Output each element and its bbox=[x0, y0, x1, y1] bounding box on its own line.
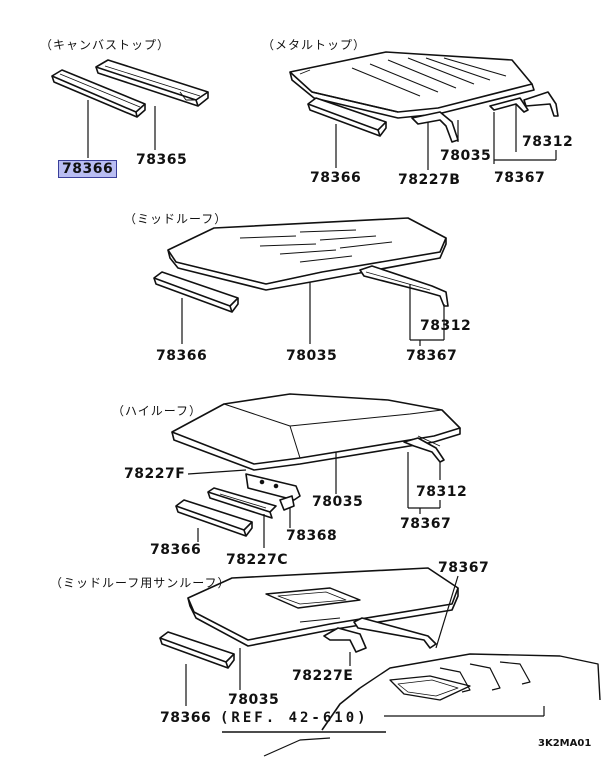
part-number-78035[interactable]: 78035 bbox=[286, 348, 338, 364]
section-caption-high-roof: （ハイルーフ） bbox=[112, 404, 203, 418]
high-roof-front-rail bbox=[175, 499, 253, 537]
mid-roof-panel bbox=[167, 217, 447, 291]
mid-roof-side-rail bbox=[359, 265, 449, 307]
part-number-78367[interactable]: 78367 bbox=[438, 560, 490, 576]
high-roof-side-rail bbox=[403, 435, 445, 463]
sunroof-bracket-78227E bbox=[323, 627, 367, 653]
part-number-78367[interactable]: 78367 bbox=[494, 170, 546, 186]
metal-top-front-rail bbox=[307, 97, 387, 137]
high-roof-panel bbox=[171, 393, 461, 471]
canvas-top-rail-78366 bbox=[51, 69, 146, 118]
section-caption-metal-top: （メタルトップ） bbox=[262, 38, 367, 52]
canvas-top-rail-78365 bbox=[95, 59, 209, 107]
part-number-78366[interactable]: 78366 bbox=[160, 710, 212, 726]
part-number-78368[interactable]: 78368 bbox=[286, 528, 338, 544]
part-number-78227F[interactable]: 78227F bbox=[124, 466, 186, 482]
sunroof-side-rail bbox=[353, 617, 437, 649]
part-number-78365[interactable]: 78365 bbox=[136, 152, 188, 168]
part-number-78367[interactable]: 78367 bbox=[400, 516, 452, 532]
section-caption-canvas-top: （キャンバストップ） bbox=[40, 38, 171, 52]
vehicle-outline bbox=[263, 653, 601, 757]
mid-roof-front-rail bbox=[153, 271, 239, 313]
reference-link[interactable]: (REF. 42-610) bbox=[220, 710, 369, 726]
metal-top-roof-panel bbox=[289, 51, 535, 119]
part-number-78035[interactable]: 78035 bbox=[228, 692, 280, 708]
section-caption-mid-roof-sunroof: （ミッドルーフ用サンルーフ） bbox=[50, 576, 231, 590]
part-number-78312[interactable]: 78312 bbox=[522, 134, 574, 150]
part-number-78367[interactable]: 78367 bbox=[406, 348, 458, 364]
part-number-78035[interactable]: 78035 bbox=[440, 148, 492, 164]
section-caption-mid-roof: （ミッドルーフ） bbox=[124, 212, 228, 226]
part-number-78366[interactable]: 78366 bbox=[150, 542, 202, 558]
sunroof-front-rail bbox=[159, 631, 235, 669]
high-roof-bracket-78368 bbox=[279, 495, 295, 511]
high-roof-header-78227F bbox=[245, 473, 301, 501]
part-number-78366[interactable]: 78366 bbox=[156, 348, 208, 364]
metal-top-side-rails bbox=[411, 91, 559, 143]
part-number-78366-selected[interactable]: 78366 bbox=[58, 160, 118, 178]
part-number-78366[interactable]: 78366 bbox=[310, 170, 362, 186]
part-number-78227B[interactable]: 78227B bbox=[398, 172, 461, 188]
part-number-78312[interactable]: 78312 bbox=[420, 318, 472, 334]
part-number-78035[interactable]: 78035 bbox=[312, 494, 364, 510]
part-number-78227C[interactable]: 78227C bbox=[226, 552, 288, 568]
part-number-78227E[interactable]: 78227E bbox=[292, 668, 354, 684]
sunroof-roof-panel bbox=[187, 567, 459, 647]
part-number-78312[interactable]: 78312 bbox=[416, 484, 468, 500]
high-roof-header-78227C bbox=[207, 487, 277, 519]
diagram-code: 3K2MA01 bbox=[538, 738, 592, 749]
